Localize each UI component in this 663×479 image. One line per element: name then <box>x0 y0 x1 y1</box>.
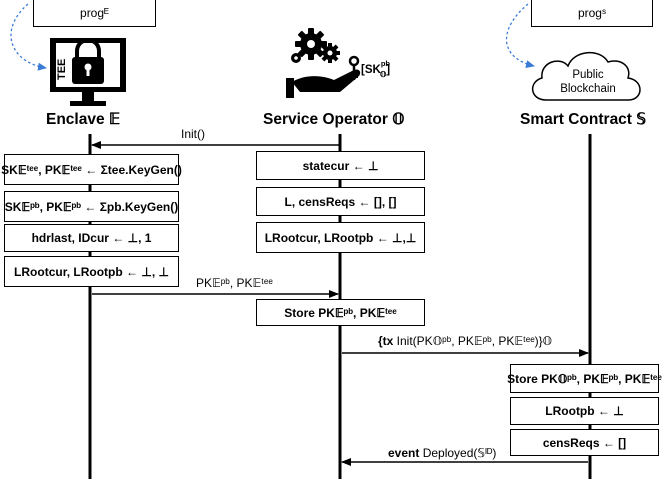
enclave-program-label: progᴱ <box>80 5 109 20</box>
operator-step-lroot-init: LRootcur, LRootpb ← ⊥,⊥ <box>256 222 425 253</box>
tee-monitor-icon <box>50 38 126 106</box>
init-message: Init() <box>181 127 205 141</box>
tx-init-message: {tx Init(PK𝕆ᵖᵇ, PK𝔼ᵖᵇ, PK𝔼ᵗᵉᵉ)}𝕆 <box>378 334 553 348</box>
enclave-step-pb-keygen: SK𝔼ᵖᵇ, PK𝔼ᵖᵇ ← Σpb.KeyGen() <box>4 191 179 222</box>
tee-label: TEE <box>56 58 68 80</box>
operator-step-state-init: statecur ← ⊥ <box>256 151 425 180</box>
cloud-label: Public Blockchain <box>560 69 616 95</box>
pk-send-message: PK𝔼ᵖᵇ, PK𝔼ᵗᵉᵉ <box>196 276 273 290</box>
contract-program-label: progˢ <box>577 5 607 20</box>
key-icon <box>348 55 360 80</box>
enclave-title: Enclave 𝔼 <box>46 111 121 128</box>
contract-program-box: progˢ <box>531 0 653 27</box>
enclave-deploy-curve <box>10 3 47 71</box>
contract-title: Smart Contract 𝕊 <box>520 111 647 128</box>
enclave-step-tee-keygen: SK𝔼ᵗᵉᵉ, PK𝔼ᵗᵉᵉ ← Σtee.KeyGen() <box>1 154 182 185</box>
contract-step-censreqs-init: censReqs ← [] <box>510 429 659 456</box>
enclave-program-box: progᴱ <box>33 0 156 27</box>
gear-hand-icon <box>286 28 361 98</box>
contract-step-store-pk: Store PK𝕆ᵖᵇ, PK𝔼ᵖᵇ, PK𝔼ᵗᵉᵉ <box>507 364 662 393</box>
operator-title: Service Operator 𝕆 <box>263 111 405 128</box>
cloud-icon <box>532 52 641 101</box>
operator-step-store-pk: Store PK𝔼ᵖᵇ, PK𝔼ᵗᵉᵉ <box>256 299 425 326</box>
enclave-step-lroot-init: LRootcur, LRootpb ← ⊥, ⊥ <box>4 256 179 287</box>
contract-step-lroot-init: LRootpb ← ⊥ <box>510 397 659 425</box>
operator-step-list-init: L, censReqs ← [], [] <box>256 187 425 216</box>
event-message: event Deployed(𝕊ᴵᴰ) <box>388 446 497 460</box>
sk-operator-label: [SKpb𝕆] <box>361 59 391 79</box>
enclave-step-hdr-init: hdrlast, IDcur ← ⊥, 1 <box>4 224 179 252</box>
contract-deploy-curve <box>505 3 535 69</box>
